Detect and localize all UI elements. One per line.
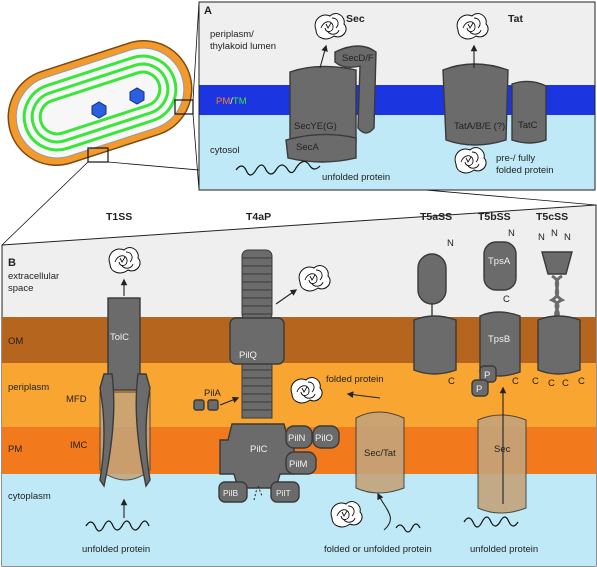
- pilc-label: PilC: [250, 444, 268, 455]
- zoom-box-a: [174, 99, 194, 115]
- om-label: OM: [8, 336, 23, 347]
- pila-label: PilA: [204, 388, 222, 399]
- periplasm-folded-protein-icon: [290, 377, 323, 404]
- sec-tat-channel: [355, 411, 405, 494]
- t5c-c4-label: C: [578, 376, 585, 387]
- t5a-barrel: [413, 315, 457, 375]
- tolc-label: TolC: [110, 332, 129, 343]
- seca-protein: [285, 133, 357, 163]
- pilo-label: PilO: [315, 433, 333, 444]
- t1ss-title: T1SS: [106, 211, 132, 223]
- t5css-title: T5cSS: [536, 211, 568, 223]
- t1ss-unfolded-label: unfolded protein: [82, 544, 150, 555]
- pilo-protein: [312, 425, 340, 449]
- panel-b: B extracellular space OM periplasm PM cy…: [1, 204, 597, 567]
- sec-unfolded-label: unfolded protein: [322, 172, 390, 183]
- t5b-c-label: C: [503, 294, 510, 305]
- pilb-label: PilB: [223, 488, 238, 498]
- prefolded-label-1: pre-/ fully: [496, 153, 535, 164]
- folded-or-unfolded-label: folded or unfolded protein: [324, 544, 432, 555]
- tpsb-label: TpsB: [488, 334, 510, 345]
- bacterial-cell-illustration: [1, 1, 597, 246]
- t4ap-title: T4aP: [246, 211, 271, 223]
- pilb-protein: [218, 481, 248, 503]
- t5a-n-label: N: [447, 238, 454, 249]
- sec-title: Sec: [346, 13, 365, 25]
- seca-label: SecA: [296, 142, 319, 153]
- tpsa-protein: [483, 241, 517, 291]
- mfd-left: [99, 373, 115, 488]
- t5c-c1-label: C: [532, 376, 539, 387]
- tm-label: TM: [233, 96, 247, 107]
- periplasm-label: periplasm: [8, 382, 49, 393]
- sectat-label: Sec/Tat: [364, 448, 396, 459]
- cytosol-label: cytosol: [210, 145, 240, 156]
- pm-label-b: PM: [8, 444, 22, 455]
- piln-label: PilN: [288, 433, 306, 444]
- pilm-protein: [285, 451, 317, 475]
- tat-title: Tat: [508, 13, 523, 25]
- t1ss-folded-protein-icon: [108, 247, 141, 274]
- t5a-passenger: [417, 253, 447, 305]
- membrane-separator: /: [230, 96, 233, 107]
- t5b-n-label: N: [508, 228, 515, 239]
- membrane-label: PM/TM: [216, 96, 247, 107]
- lumen-label-1: periplasm/: [210, 29, 254, 40]
- tpsa-label: TpsA: [488, 256, 511, 267]
- secyeg-label: SecYE(G): [294, 121, 337, 132]
- panel-a-letter: A: [204, 5, 212, 17]
- t4ap-folded-protein-icon: [298, 265, 331, 292]
- t5c-n2-label: N: [551, 228, 558, 239]
- t5bss-title: T5bSS: [478, 211, 511, 223]
- pila-subunit-1: [193, 399, 205, 411]
- extracellular-label-1: extracellular: [8, 271, 59, 282]
- t5c-barrel: [537, 315, 581, 375]
- folded-label: folded protein: [326, 374, 384, 385]
- potra-label-2: P: [476, 384, 482, 395]
- t5c-c2-label: C: [548, 378, 555, 389]
- pila-subunit-2: [207, 399, 219, 411]
- lumen-label-2: thylakoid lumen: [210, 41, 276, 52]
- t5c-head: [541, 251, 573, 275]
- potra-domain-2: [471, 379, 489, 397]
- tatc-label: TatC: [518, 120, 538, 131]
- secdf-protein: [334, 45, 377, 134]
- t5b-c2-label: C: [512, 376, 519, 387]
- mfd-right: [135, 373, 151, 488]
- sec-folded-protein-icon: [314, 13, 347, 40]
- sec-label-b: Sec: [494, 444, 511, 455]
- mfd-label: MFD: [66, 394, 87, 405]
- prefolded-label-2: folded protein: [496, 165, 554, 176]
- tolc-protein: [107, 297, 141, 391]
- piln-protein: [285, 425, 313, 449]
- panel-a: A periplasm/ thylakoid lumen PM/TM cytos…: [198, 1, 596, 191]
- secdf-label: SecD/F: [342, 53, 374, 64]
- panel-b-letter: B: [8, 257, 16, 269]
- tatabe-protein: [442, 63, 509, 146]
- tatabe-label: TatA/B/E (?): [454, 121, 505, 132]
- pilus-fiber: [241, 249, 273, 419]
- t5-unfolded-label: unfolded protein: [470, 544, 538, 555]
- tat-folded-protein-icon: [456, 13, 489, 40]
- tat-prefolded-protein-icon: [454, 147, 487, 174]
- cytoplasm-protein-icon: [330, 501, 363, 528]
- t5-sec-channel: [477, 414, 527, 514]
- pilt-label: PilT: [276, 488, 291, 498]
- pilq-protein: [229, 317, 285, 365]
- t5c-n3-label: N: [564, 232, 571, 243]
- zoom-box-b: [87, 147, 109, 163]
- potra-label-1: P: [484, 370, 490, 381]
- t5a-c-label: C: [448, 376, 455, 387]
- cytoplasm-label: cytoplasm: [8, 491, 51, 502]
- pilm-label: PilM: [289, 459, 308, 470]
- pilq-label: PilQ: [239, 350, 257, 361]
- tatc-protein: [511, 80, 547, 144]
- pm-label: PM: [216, 96, 230, 107]
- extracellular-label-2: space: [8, 283, 33, 294]
- t5c-n1-label: N: [538, 232, 545, 243]
- t5ass-title: T5aSS: [420, 211, 452, 223]
- imc-label: IMC: [70, 440, 88, 451]
- t5c-c3-label: C: [562, 378, 569, 389]
- pilt-protein: [270, 481, 300, 503]
